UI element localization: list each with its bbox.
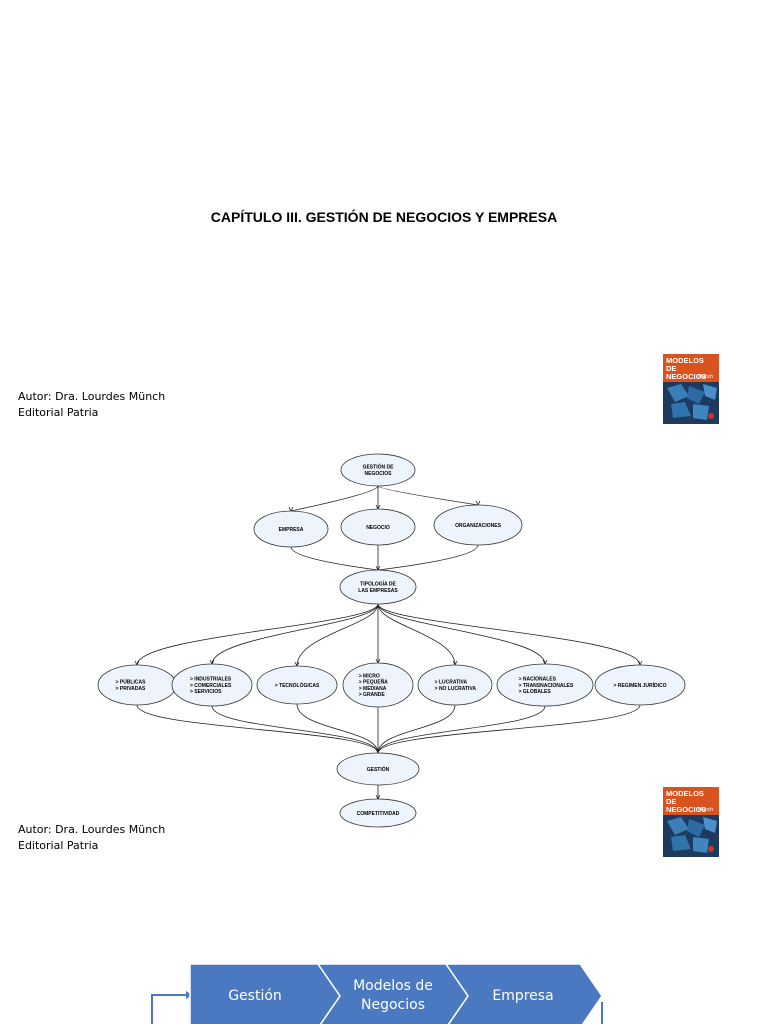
diagram-connector bbox=[377, 603, 546, 665]
author-name: Autor: Dra. Lourdes Münch bbox=[18, 823, 166, 836]
node-level1: EMPRESA bbox=[253, 510, 329, 548]
flow-step-chevron bbox=[444, 963, 603, 1024]
node-label: TIPOLOGÍA DE bbox=[360, 580, 396, 588]
node-label: GESTIÓN DE bbox=[363, 463, 395, 471]
cover-title-line1: MODELOS bbox=[666, 789, 704, 798]
flow-step-label: Gestión bbox=[228, 988, 282, 1004]
flow-step-label: Empresa bbox=[492, 988, 553, 1004]
flow-connector-line bbox=[151, 994, 186, 1024]
node-label: > GLOBALES bbox=[519, 689, 552, 695]
node-company-type: > MICRO> PEQUEÑA> MEDIANA> GRANDE bbox=[342, 662, 414, 708]
node-gestion: GESTIÓN bbox=[336, 752, 420, 786]
node-company-type: > PÚBLICAS> PRIVADAS bbox=[97, 664, 177, 706]
author-block: Autor: Dra. Lourdes Münch Editorial Patr… bbox=[18, 822, 165, 854]
diagram-connector bbox=[377, 705, 546, 754]
node-company-type: > REGIMEN JURÍDICO bbox=[594, 664, 686, 706]
node-label: > NO LUCRATIVA bbox=[435, 686, 477, 692]
node-label: > COMERCIALES bbox=[190, 683, 232, 689]
cover-author: Münch bbox=[697, 374, 713, 380]
node-label: > NACIONALES bbox=[519, 677, 557, 683]
cover-title-line2: DE NEGOCIOS bbox=[666, 797, 707, 814]
diagram-connector bbox=[136, 603, 379, 666]
node-company-type: > TECNOLÓGICAS bbox=[256, 665, 338, 705]
diagram-connector bbox=[377, 603, 641, 666]
node-label: > MEDIANA bbox=[359, 686, 387, 692]
diagram-connector bbox=[211, 603, 379, 665]
publisher-name: Editorial Patria bbox=[18, 406, 99, 419]
author-name: Autor: Dra. Lourdes Münch bbox=[18, 390, 166, 403]
node-competitividad: COMPETITIVIDAD bbox=[339, 798, 417, 828]
publisher-name: Editorial Patria bbox=[18, 839, 99, 852]
node-company-type: > NACIONALES> TRANSNACIONALES> GLOBALES bbox=[496, 663, 594, 707]
diagram-connector bbox=[136, 704, 379, 754]
node-label: NEGOCIO bbox=[366, 525, 390, 531]
node-label: NEGOCIOS bbox=[365, 471, 393, 477]
flow-step-chevron bbox=[316, 963, 469, 1024]
diagram-connector bbox=[377, 485, 479, 506]
diagram-connector bbox=[296, 703, 379, 754]
arrow-head-icon bbox=[186, 991, 192, 999]
node-label: > LUCRATIVA bbox=[435, 680, 468, 686]
cover-author: Münch bbox=[697, 807, 713, 813]
node-label: > PEQUEÑA bbox=[359, 679, 388, 686]
author-block: Autor: Dra. Lourdes Münch Editorial Patr… bbox=[18, 389, 165, 421]
cover-title-line1: MODELOS bbox=[666, 356, 704, 365]
chapter-title: CAPÍTULO III. GESTIÓN DE NEGOCIOS Y EMPR… bbox=[210, 209, 558, 225]
node-label: > REGIMEN JURÍDICO bbox=[614, 681, 667, 689]
node-company-type: > LUCRATIVA> NO LUCRATIVA bbox=[417, 664, 493, 706]
node-level1: ORGANIZACIONES bbox=[433, 504, 523, 546]
node-label: > INDUSTRIALES bbox=[190, 677, 232, 683]
diagram-connector bbox=[377, 704, 456, 754]
diagram-connector bbox=[290, 485, 379, 512]
diagram-connector bbox=[290, 546, 379, 571]
node-label: > GRANDE bbox=[359, 692, 386, 698]
cover-title-line2: DE NEGOCIOS bbox=[666, 364, 707, 381]
node-level1: NEGOCIO bbox=[340, 508, 416, 546]
node-label: > SERVICIOS bbox=[190, 689, 222, 695]
diagram-connector bbox=[211, 705, 379, 754]
node-label: > PRIVADAS bbox=[116, 686, 146, 692]
node-company-type: > INDUSTRIALES> COMERCIALES> SERVICIOS bbox=[171, 663, 253, 707]
node-label: > MICRO bbox=[359, 674, 380, 680]
node-label: COMPETITIVIDAD bbox=[357, 811, 400, 817]
node-label: > TRANSNACIONALES bbox=[519, 683, 574, 689]
node-label: LAS EMPRESAS bbox=[358, 588, 398, 594]
diagram-connector bbox=[377, 603, 456, 666]
node-label: EMPRESA bbox=[279, 527, 304, 533]
diagram-connector bbox=[296, 603, 379, 667]
diagram-connector bbox=[377, 544, 479, 571]
diagram-connector bbox=[377, 704, 641, 754]
node-label: ORGANIZACIONES bbox=[455, 523, 502, 529]
node-label: > TECNOLÓGICAS bbox=[275, 681, 320, 689]
node-label: > PÚBLICAS bbox=[116, 679, 147, 686]
node-label: GESTIÓN bbox=[367, 765, 390, 773]
